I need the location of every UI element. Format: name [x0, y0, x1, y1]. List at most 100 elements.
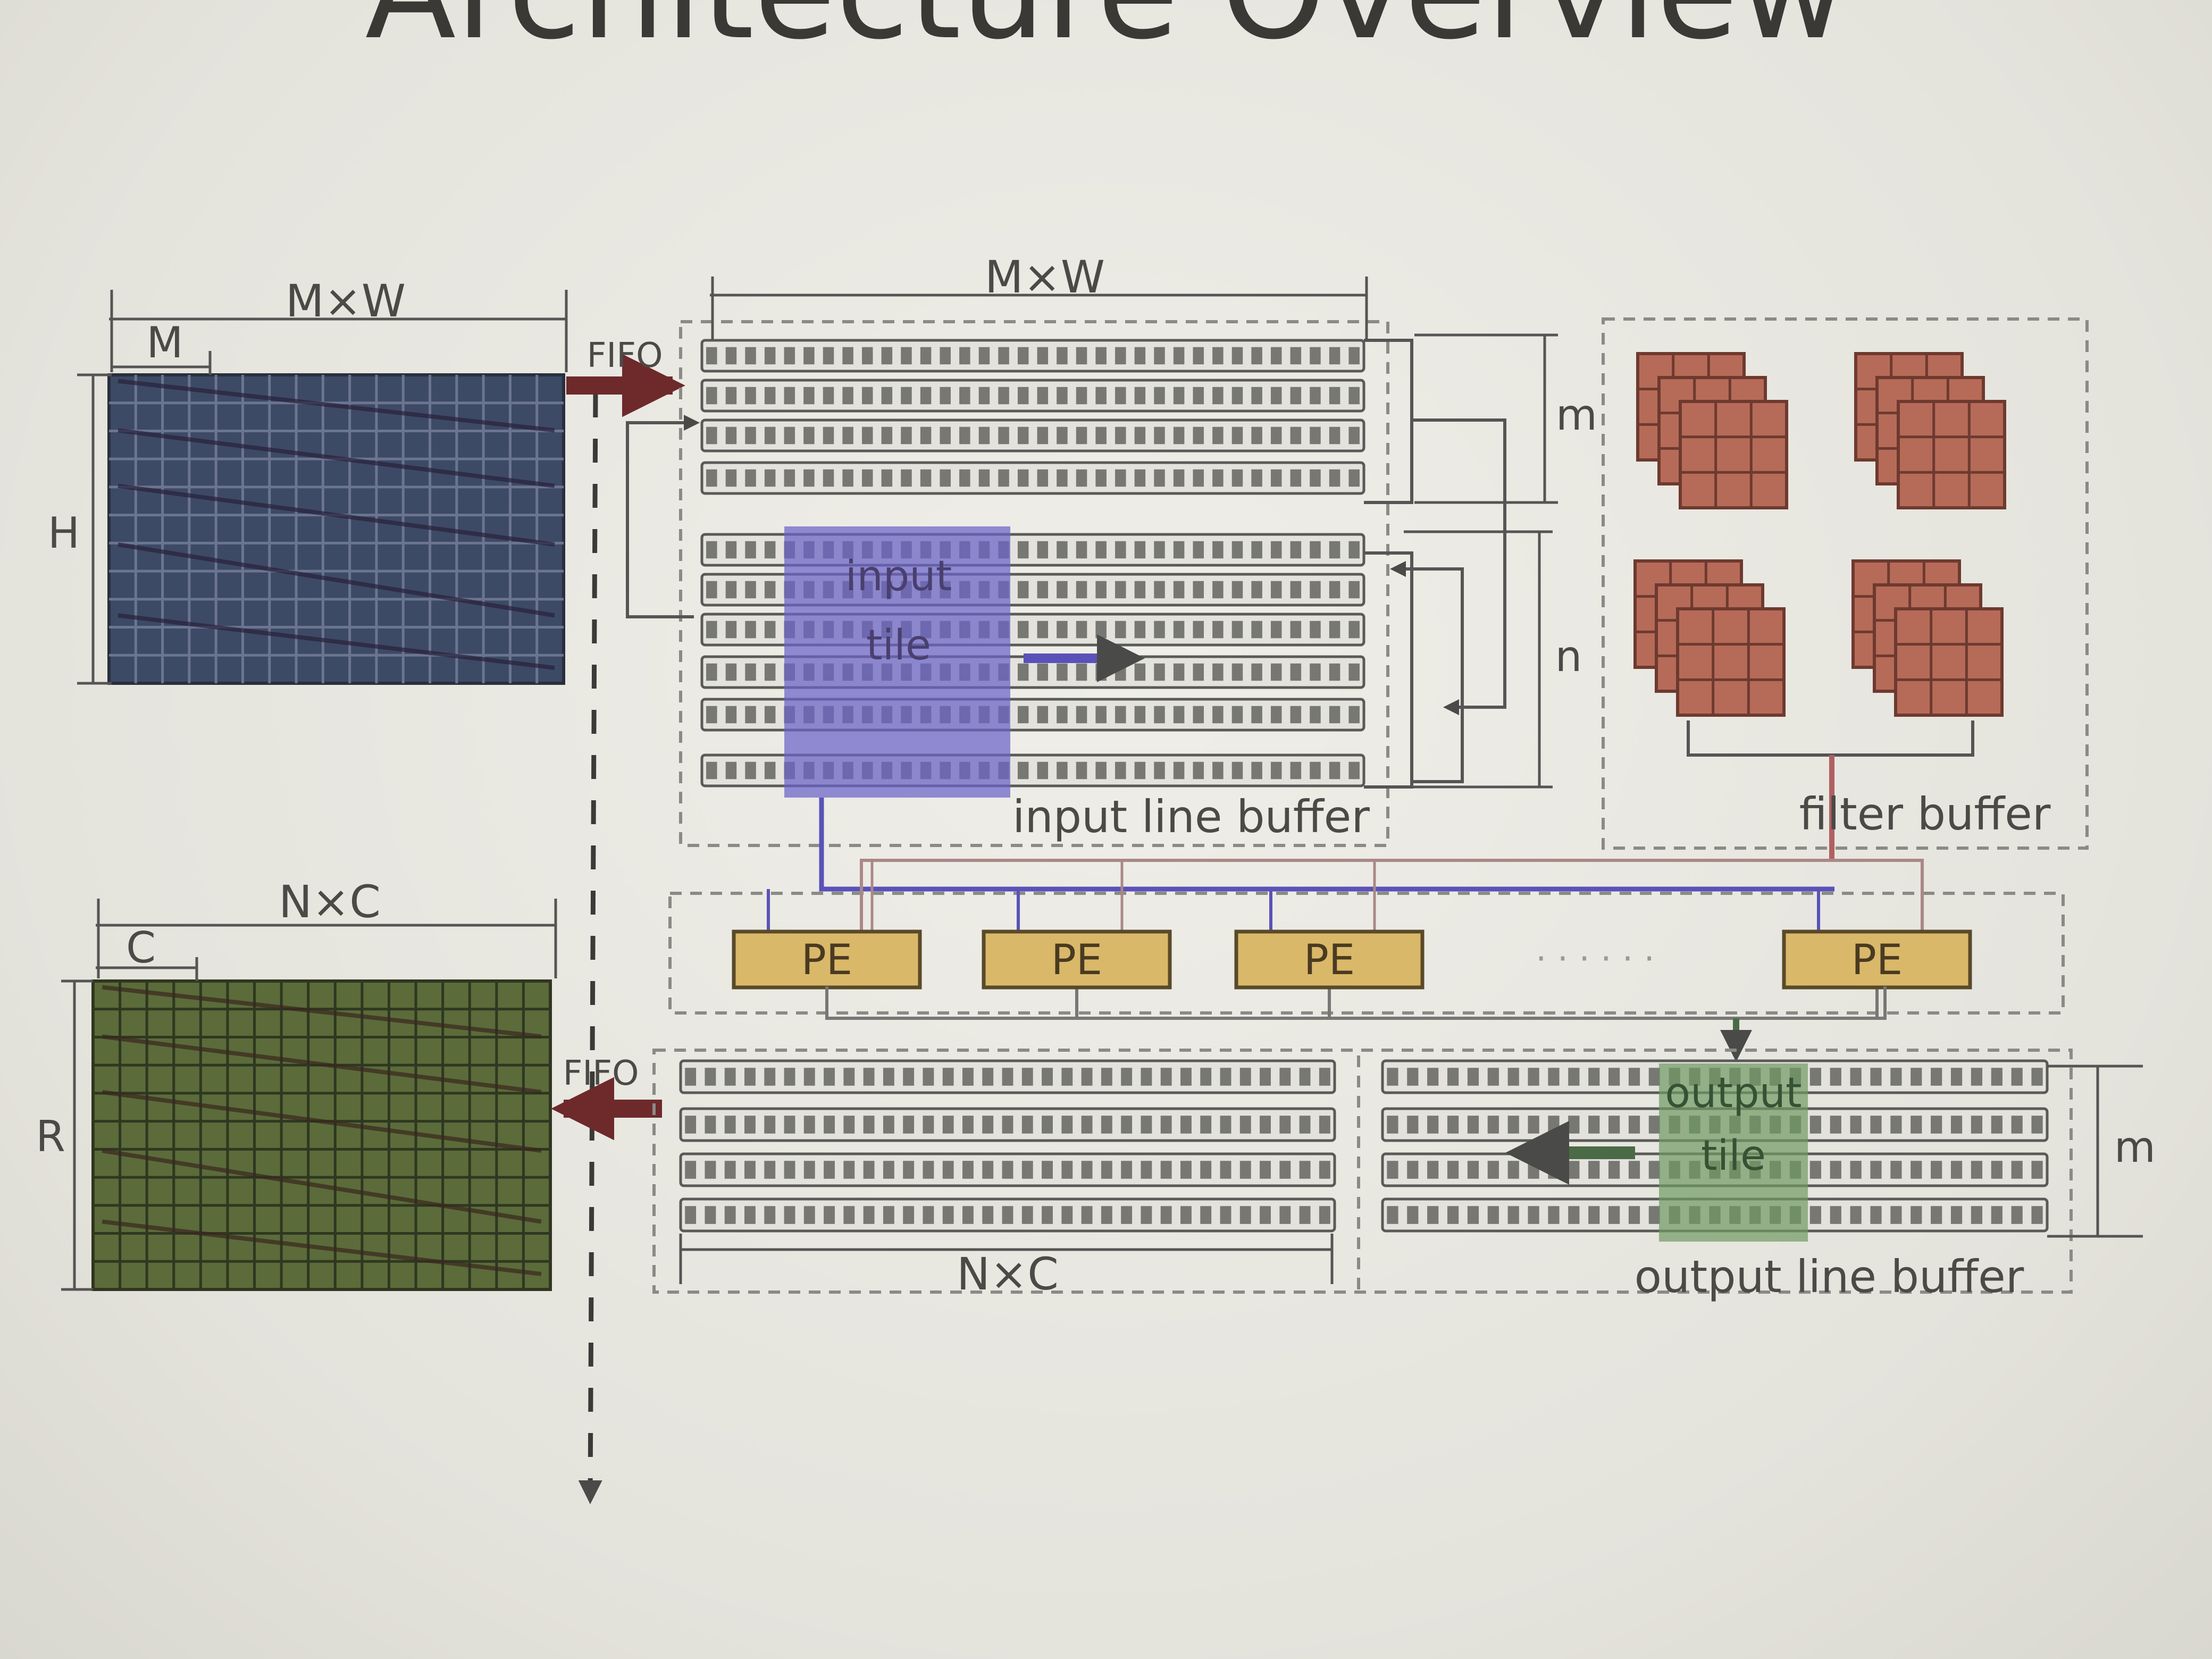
buffer-cell	[1141, 1206, 1152, 1224]
buffer-cell	[706, 706, 717, 724]
buffer-cell	[764, 426, 776, 445]
buffer-cell	[1173, 761, 1185, 780]
buffer-cell	[1310, 706, 1321, 724]
buffer-cell	[1095, 469, 1107, 487]
buffer-cell	[940, 426, 951, 445]
buffer-cell	[923, 1206, 934, 1224]
buffer-cell	[1251, 426, 1262, 445]
buffer-cell	[745, 621, 756, 639]
buffer-cell	[1407, 1161, 1419, 1179]
buffer-cell	[1329, 426, 1340, 445]
fifo-output-label: FIFO	[563, 1054, 639, 1093]
buffer-cell	[744, 1206, 756, 1224]
buffer-cell	[2011, 1116, 2023, 1134]
output-tile	[1659, 1063, 1808, 1242]
buffer-cell	[1057, 761, 1068, 780]
buffer-cell	[1260, 1116, 1271, 1134]
buffer-cell	[1329, 581, 1340, 599]
buffer-cell	[706, 541, 717, 559]
buffer-cell	[725, 581, 737, 599]
buffer-cell	[843, 1206, 855, 1224]
buffer-cell	[1830, 1068, 1841, 1086]
buffer-cell	[1310, 387, 1321, 405]
buffer-cell	[1270, 541, 1282, 559]
buffer-cell	[823, 426, 834, 445]
buffer-cell	[2031, 1116, 2043, 1134]
output-line-buffer-frame	[652, 1049, 2073, 1294]
buffer-cell	[685, 1161, 697, 1179]
buffer-cell	[1212, 387, 1224, 405]
buffer-cell	[1021, 1068, 1033, 1086]
buffer-cell	[1950, 1206, 1963, 1224]
buffer-cell	[1329, 347, 1340, 365]
buffer-cell	[942, 1116, 954, 1134]
buffer-cell	[1134, 581, 1146, 599]
buffer-cell	[1628, 1068, 1640, 1086]
buffer-cell	[1329, 541, 1340, 559]
buffer-cell	[1231, 761, 1243, 780]
output-matrix-height-label: R	[36, 1112, 65, 1161]
buffer-cell	[903, 1206, 915, 1224]
buffer-cell	[1017, 469, 1029, 487]
buffer-cell	[881, 347, 893, 365]
buffer-cell	[1608, 1206, 1620, 1224]
buffer-cell	[1115, 426, 1126, 445]
buffer-cell	[1270, 581, 1282, 599]
buffer-cell	[1193, 706, 1204, 724]
buffer-cell	[824, 1068, 835, 1086]
buffer-cell	[1890, 1161, 1902, 1179]
buffer-cell	[1319, 1068, 1330, 1086]
buffer-cell	[784, 387, 795, 405]
buffer-cell	[1081, 1116, 1093, 1134]
buffer-cell	[1134, 541, 1146, 559]
buffer-cell	[1290, 387, 1302, 405]
input-line-buffer: M×W m n input tile input line buffer	[626, 251, 1597, 847]
buffer-cell	[1950, 1116, 1963, 1134]
buffer-cell	[1057, 621, 1068, 639]
buffer-cell	[1911, 1161, 1922, 1179]
buffer-cell	[1427, 1116, 1439, 1134]
buffer-cell	[1193, 541, 1204, 559]
pe-output-bus	[825, 986, 1887, 1020]
buffer-cell	[1154, 761, 1165, 780]
buffer-cell	[843, 1116, 855, 1134]
buffer-cell	[1648, 1161, 1660, 1179]
buffer-cell	[942, 1068, 954, 1086]
buffer-cell	[1548, 1206, 1560, 1224]
output-line-buffer-rows	[679, 1059, 2049, 1233]
buffer-cell	[959, 347, 970, 365]
buffer-cell	[1017, 347, 1029, 365]
buffer-cell	[1407, 1116, 1419, 1134]
buffer-cell	[705, 1068, 716, 1086]
buffer-cell	[1173, 706, 1185, 724]
buffer-cell	[1290, 621, 1302, 639]
buffer-cell	[725, 426, 737, 445]
buffer-cell	[1057, 663, 1068, 681]
buffer-cell	[1628, 1206, 1640, 1224]
buffer-cell	[1971, 1206, 1983, 1224]
buffer-cell	[724, 1116, 736, 1134]
buffer-cell	[1042, 1206, 1053, 1224]
input-tile-line2: tile	[866, 622, 931, 669]
buffer-cell	[745, 469, 756, 487]
buffer-cell	[883, 1161, 894, 1179]
buffer-cell	[1173, 426, 1185, 445]
buffer-cell	[2031, 1161, 2043, 1179]
buffer-cell	[1568, 1116, 1580, 1134]
buffer-cell	[1212, 663, 1224, 681]
buffer-cell	[861, 347, 873, 365]
buffer-cell	[2011, 1206, 2023, 1224]
buffer-cell	[744, 1161, 756, 1179]
buffer-cell	[1193, 761, 1204, 780]
filter-buffer: filter buffer	[1602, 317, 2089, 861]
buffer-cell	[1115, 621, 1126, 639]
buffer-cell	[1427, 1161, 1439, 1179]
scan-line	[102, 1219, 542, 1276]
buffer-cell	[1017, 426, 1029, 445]
buffer-cell	[1850, 1161, 1862, 1179]
scan-line	[118, 379, 555, 433]
buffer-cell	[1037, 347, 1049, 365]
buffer-cell	[784, 1161, 795, 1179]
buffer-cell	[823, 347, 834, 365]
